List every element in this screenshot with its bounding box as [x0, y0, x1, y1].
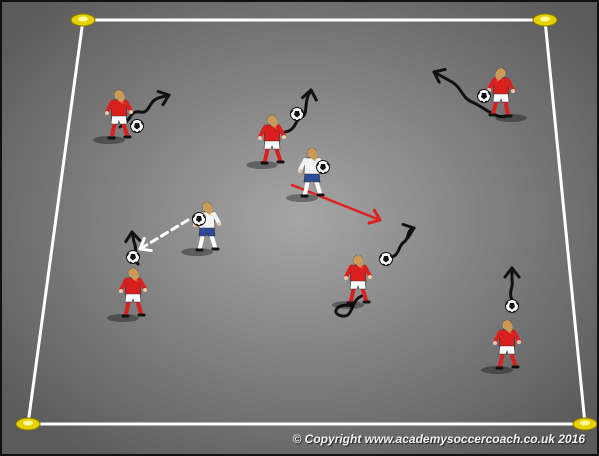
- red-player-5-ball: [127, 251, 140, 264]
- red-player-3-ball: [478, 90, 491, 103]
- red-player-6-dribble-path: [511, 268, 513, 300]
- white-player-2-ball: [317, 161, 330, 174]
- cone-bottom-right: [573, 418, 597, 430]
- cone-bottom-left: [16, 418, 40, 430]
- red-player-4-ball: [380, 253, 393, 266]
- red-player-1-ball: [131, 120, 144, 133]
- cone-top-right: [533, 14, 557, 26]
- red-player-6-ball: [506, 300, 519, 313]
- red-player-2-ball: [291, 108, 304, 121]
- white-player-1-ball: [193, 213, 206, 226]
- cone-top-left: [71, 14, 95, 26]
- copyright-text: © Copyright www.academysoccercoach.co.uk…: [292, 432, 585, 446]
